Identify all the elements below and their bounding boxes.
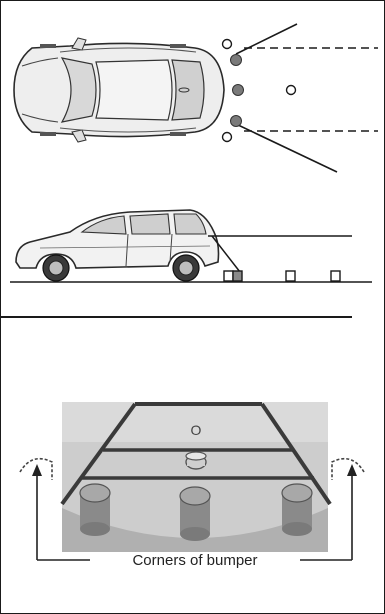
car-side-view [16, 210, 219, 281]
open-marker [331, 271, 340, 281]
filled-marker [231, 116, 242, 127]
left-arrow-head [32, 464, 42, 476]
corners-of-bumper-label: Corners of bumper [132, 552, 257, 569]
top-panel [0, 0, 385, 318]
far-marker: O [191, 422, 202, 438]
top-view-range-lines [236, 24, 378, 172]
filled-marker [233, 85, 244, 96]
open-marker [223, 40, 232, 49]
car-top-view [14, 38, 224, 142]
pole-left [80, 484, 110, 536]
pole-center [180, 487, 210, 541]
filled-marker [233, 271, 242, 281]
open-marker [224, 271, 233, 281]
open-marker [223, 133, 232, 142]
open-marker [287, 86, 296, 95]
bottom-panel: O [0, 318, 385, 614]
side-view-markers [224, 271, 340, 281]
right-corner-arc [332, 459, 364, 480]
camera-view-diagram: O [0, 318, 385, 614]
rear-sensor-range-diagram [0, 0, 385, 318]
filled-marker [231, 55, 242, 66]
top-view-markers [223, 40, 296, 142]
pole-right [282, 484, 312, 536]
right-arrow-head [347, 464, 357, 476]
open-marker [286, 271, 295, 281]
